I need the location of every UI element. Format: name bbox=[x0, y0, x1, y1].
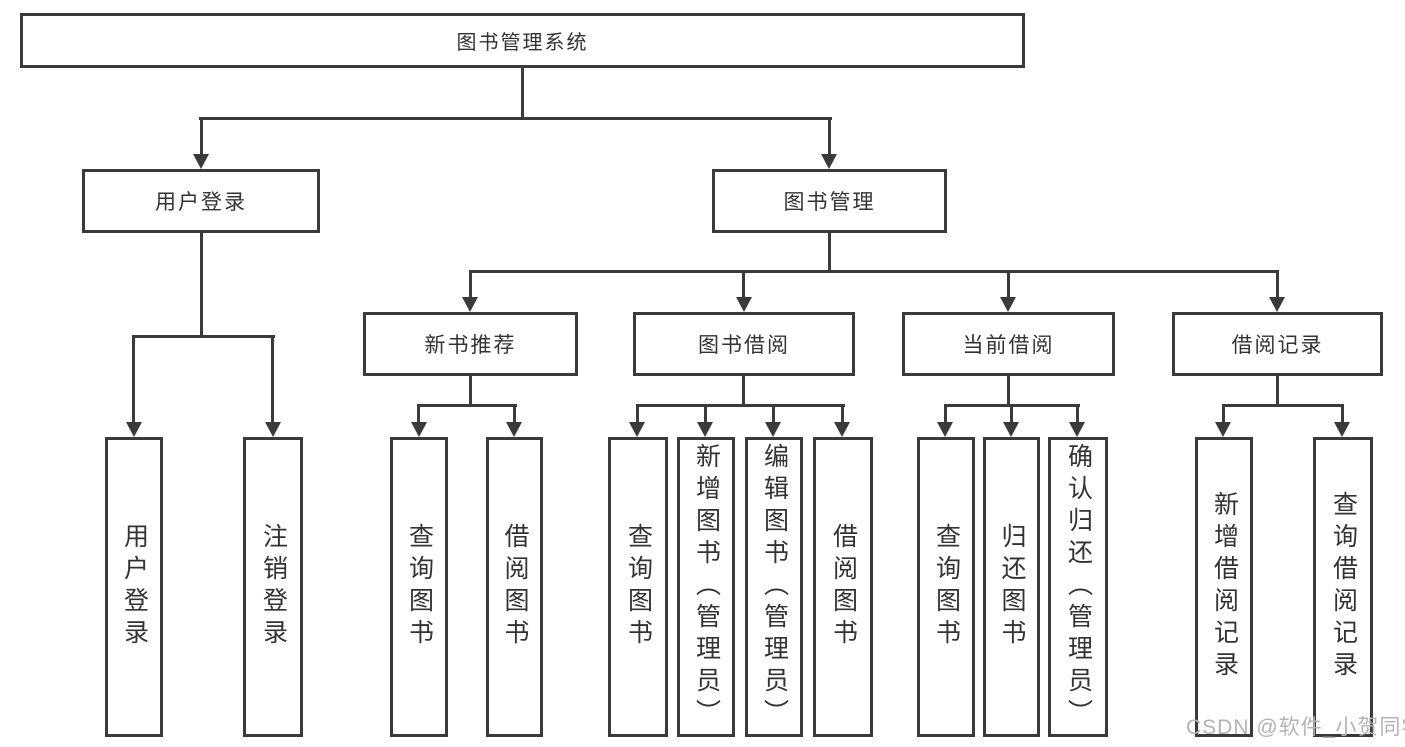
edge-borrowing-stub-3 bbox=[772, 404, 775, 424]
arrow-down-icon bbox=[1003, 422, 1019, 437]
node-label: 查询借阅记录 bbox=[1329, 491, 1358, 683]
node-label: 图书借阅 bbox=[698, 334, 790, 357]
edge-records-stub-1 bbox=[1222, 404, 1225, 424]
node-label: 新增借阅记录 bbox=[1210, 491, 1239, 683]
arrow-down-icon bbox=[629, 422, 645, 437]
edge-login-horizontal bbox=[132, 335, 275, 338]
edge-recommend-stub-2 bbox=[513, 404, 516, 424]
edge-mgmt-stub-2 bbox=[742, 270, 745, 299]
node-new-book-recommendation: 新书推荐 bbox=[363, 312, 578, 376]
node-label: 借阅记录 bbox=[1231, 334, 1324, 357]
edge-login-stub-2 bbox=[271, 335, 274, 425]
node-label: 图书管理 bbox=[783, 191, 876, 214]
edge-mgmt-stub-3 bbox=[1007, 270, 1010, 299]
edge-mgmt-vertical bbox=[828, 233, 831, 272]
arrow-down-icon bbox=[736, 297, 752, 312]
node-user-login: 用户登录 bbox=[82, 169, 320, 233]
node-label: 图书管理系统 bbox=[456, 32, 589, 54]
node-leaf-add-book-admin: 新增图书（管理员） bbox=[677, 437, 735, 737]
node-label: 归还图书 bbox=[998, 523, 1026, 651]
edge-current-vertical bbox=[1007, 376, 1010, 406]
edge-mgmt-horizontal bbox=[469, 270, 1279, 273]
node-book-borrowing: 图书借阅 bbox=[633, 312, 855, 376]
edge-records-horizontal bbox=[1222, 404, 1344, 407]
edge-current-stub-2 bbox=[1010, 404, 1013, 424]
arrow-down-icon bbox=[821, 154, 837, 169]
edge-root-horizontal bbox=[199, 117, 832, 120]
node-label: 查询图书 bbox=[932, 523, 961, 651]
arrow-down-icon bbox=[265, 422, 281, 437]
arrow-down-icon bbox=[765, 422, 781, 437]
node-leaf-query-books-borrowing: 查询图书 bbox=[608, 437, 668, 737]
node-label: 查询图书 bbox=[624, 523, 653, 651]
edge-recommend-horizontal bbox=[417, 404, 517, 407]
node-label: 新书推荐 bbox=[424, 334, 517, 357]
edge-borrowing-stub-4 bbox=[841, 404, 844, 424]
node-leaf-query-books-current: 查询图书 bbox=[917, 437, 975, 737]
node-label: 编辑图书（管理员） bbox=[760, 443, 789, 731]
node-leaf-confirm-return-admin: 确认归还（管理员） bbox=[1048, 437, 1108, 737]
edge-records-stub-2 bbox=[1341, 404, 1344, 424]
node-label: 新增图书（管理员） bbox=[692, 443, 721, 731]
node-label: 当前借阅 bbox=[962, 334, 1055, 357]
arrow-down-icon bbox=[506, 422, 522, 437]
node-leaf-return-books: 归还图书 bbox=[983, 437, 1040, 737]
arrow-down-icon bbox=[697, 422, 713, 437]
arrow-down-icon bbox=[411, 422, 427, 437]
node-book-management-system: 图书管理系统 bbox=[20, 13, 1025, 68]
node-leaf-borrow-books-borrowing: 借阅图书 bbox=[813, 437, 873, 737]
edge-recommend-vertical bbox=[469, 376, 472, 406]
node-leaf-borrow-books-recommend: 借阅图书 bbox=[486, 437, 543, 737]
edge-current-stub-1 bbox=[944, 404, 947, 424]
edge-login-vertical bbox=[200, 233, 203, 337]
arrow-down-icon bbox=[1269, 297, 1285, 312]
arrow-down-icon bbox=[937, 422, 953, 437]
edge-mgmt-stub-4 bbox=[1276, 270, 1279, 299]
edge-current-stub-3 bbox=[1076, 404, 1079, 424]
edge-records-vertical bbox=[1276, 376, 1279, 406]
node-leaf-query-borrow-record: 查询借阅记录 bbox=[1313, 437, 1373, 737]
node-label: 确认归还（管理员） bbox=[1064, 443, 1093, 731]
arrow-down-icon bbox=[834, 422, 850, 437]
node-leaf-edit-book-admin: 编辑图书（管理员） bbox=[745, 437, 803, 737]
node-label: 查询图书 bbox=[405, 523, 434, 651]
arrow-down-icon bbox=[462, 297, 478, 312]
arrow-down-icon bbox=[1069, 422, 1085, 437]
watermark: CSDN @软件_小贺同学 bbox=[1186, 716, 1405, 739]
node-leaf-logout: 注销登录 bbox=[243, 437, 303, 737]
edge-recommend-stub-1 bbox=[417, 404, 420, 424]
node-leaf-query-books-recommend: 查询图书 bbox=[390, 437, 448, 737]
edge-borrowing-stub-2 bbox=[704, 404, 707, 424]
arrow-down-icon bbox=[1215, 422, 1231, 437]
edge-root-stub-mgmt bbox=[828, 117, 831, 156]
edge-login-stub-1 bbox=[132, 335, 135, 425]
node-label: 借阅图书 bbox=[501, 523, 529, 651]
arrow-down-icon bbox=[1334, 422, 1350, 437]
node-leaf-user-login: 用户登录 bbox=[105, 437, 163, 737]
arrow-down-icon bbox=[193, 154, 209, 169]
edge-borrowing-stub-1 bbox=[636, 404, 639, 424]
edge-borrowing-horizontal bbox=[636, 404, 845, 407]
node-label: 借阅图书 bbox=[829, 523, 858, 651]
edge-mgmt-stub-1 bbox=[469, 270, 472, 299]
edge-root-stub-login bbox=[200, 117, 203, 156]
node-book-management: 图书管理 bbox=[712, 169, 947, 233]
node-label: 用户登录 bbox=[120, 523, 149, 651]
node-leaf-add-borrow-record: 新增借阅记录 bbox=[1195, 437, 1253, 737]
node-label: 注销登录 bbox=[259, 523, 288, 651]
edge-borrowing-vertical bbox=[742, 376, 745, 406]
edge-root-vertical bbox=[521, 68, 524, 118]
node-borrowing-records: 借阅记录 bbox=[1172, 312, 1383, 376]
arrow-down-icon bbox=[126, 422, 142, 437]
arrow-down-icon bbox=[1000, 297, 1016, 312]
node-label: 用户登录 bbox=[155, 191, 247, 214]
node-current-borrowing: 当前借阅 bbox=[902, 312, 1115, 376]
